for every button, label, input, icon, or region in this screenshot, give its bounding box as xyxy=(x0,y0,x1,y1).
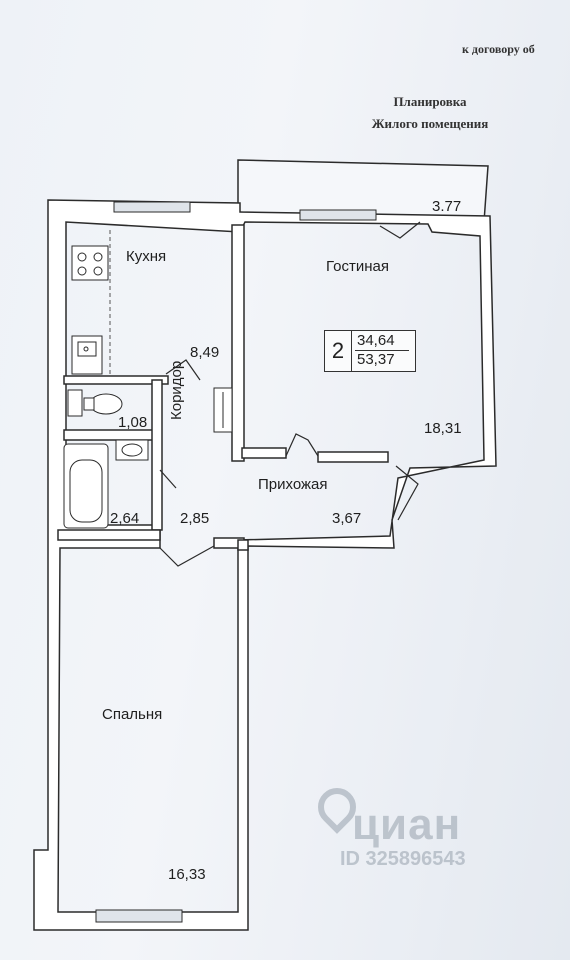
living-south-wall-right xyxy=(317,451,389,463)
balcony-area: 3.77 xyxy=(432,198,462,215)
living-area-total: 34,64 xyxy=(357,332,395,349)
living-window xyxy=(299,209,377,221)
bath-corridor-wall xyxy=(151,379,163,531)
fraction-line xyxy=(355,350,409,351)
corridor-divider xyxy=(237,539,249,551)
bath-area: 2,64 xyxy=(110,510,140,527)
watermark-brand: циан xyxy=(352,800,462,849)
toilet-bath-wall xyxy=(63,429,157,441)
toilet xyxy=(67,389,123,417)
kitchen-window xyxy=(113,201,191,213)
kitchen-door xyxy=(165,359,201,381)
total-area: 53,37 xyxy=(357,351,395,368)
bathtub xyxy=(63,443,109,529)
wardrobe xyxy=(213,387,233,433)
kitchen-sink xyxy=(71,335,103,375)
bedroom-label: Спальня xyxy=(102,706,163,723)
bedroom-area: 16,33 xyxy=(168,866,206,883)
plan-subtitle: Жилого помещения xyxy=(371,116,489,131)
entry-door xyxy=(395,465,419,521)
balcony-door xyxy=(379,221,421,239)
living-doors xyxy=(285,433,319,457)
plan-title: Планировка xyxy=(393,94,467,109)
bath-south-wall xyxy=(57,529,161,541)
stove xyxy=(71,245,109,281)
bedroom-window xyxy=(95,909,183,923)
watermark-id: ID 325896543 xyxy=(340,848,466,870)
kitchen-living-wall xyxy=(231,224,245,462)
living-area: 18,31 xyxy=(424,420,462,437)
contract-reference: к договору об xyxy=(462,42,535,56)
living-south-wall-left xyxy=(241,447,287,459)
washbasin xyxy=(115,439,149,461)
hall-area: 3,67 xyxy=(332,510,362,527)
corridor-area: 2,85 xyxy=(180,510,210,527)
bedroom-door xyxy=(159,545,215,567)
hall-label: Прихожая xyxy=(258,476,328,493)
kitchen-south-wall xyxy=(63,375,169,385)
kitchen-area: 8,49 xyxy=(190,344,220,361)
bath-door xyxy=(159,469,177,489)
area-summary-box: 2 34,64 53,37 xyxy=(324,330,416,372)
rooms-count: 2 xyxy=(325,331,352,371)
corridor-label: Коридор xyxy=(168,360,185,420)
kitchen-label: Кухня xyxy=(126,248,167,265)
toilet-area: 1,08 xyxy=(118,414,148,431)
living-label: Гостиная xyxy=(326,258,389,275)
